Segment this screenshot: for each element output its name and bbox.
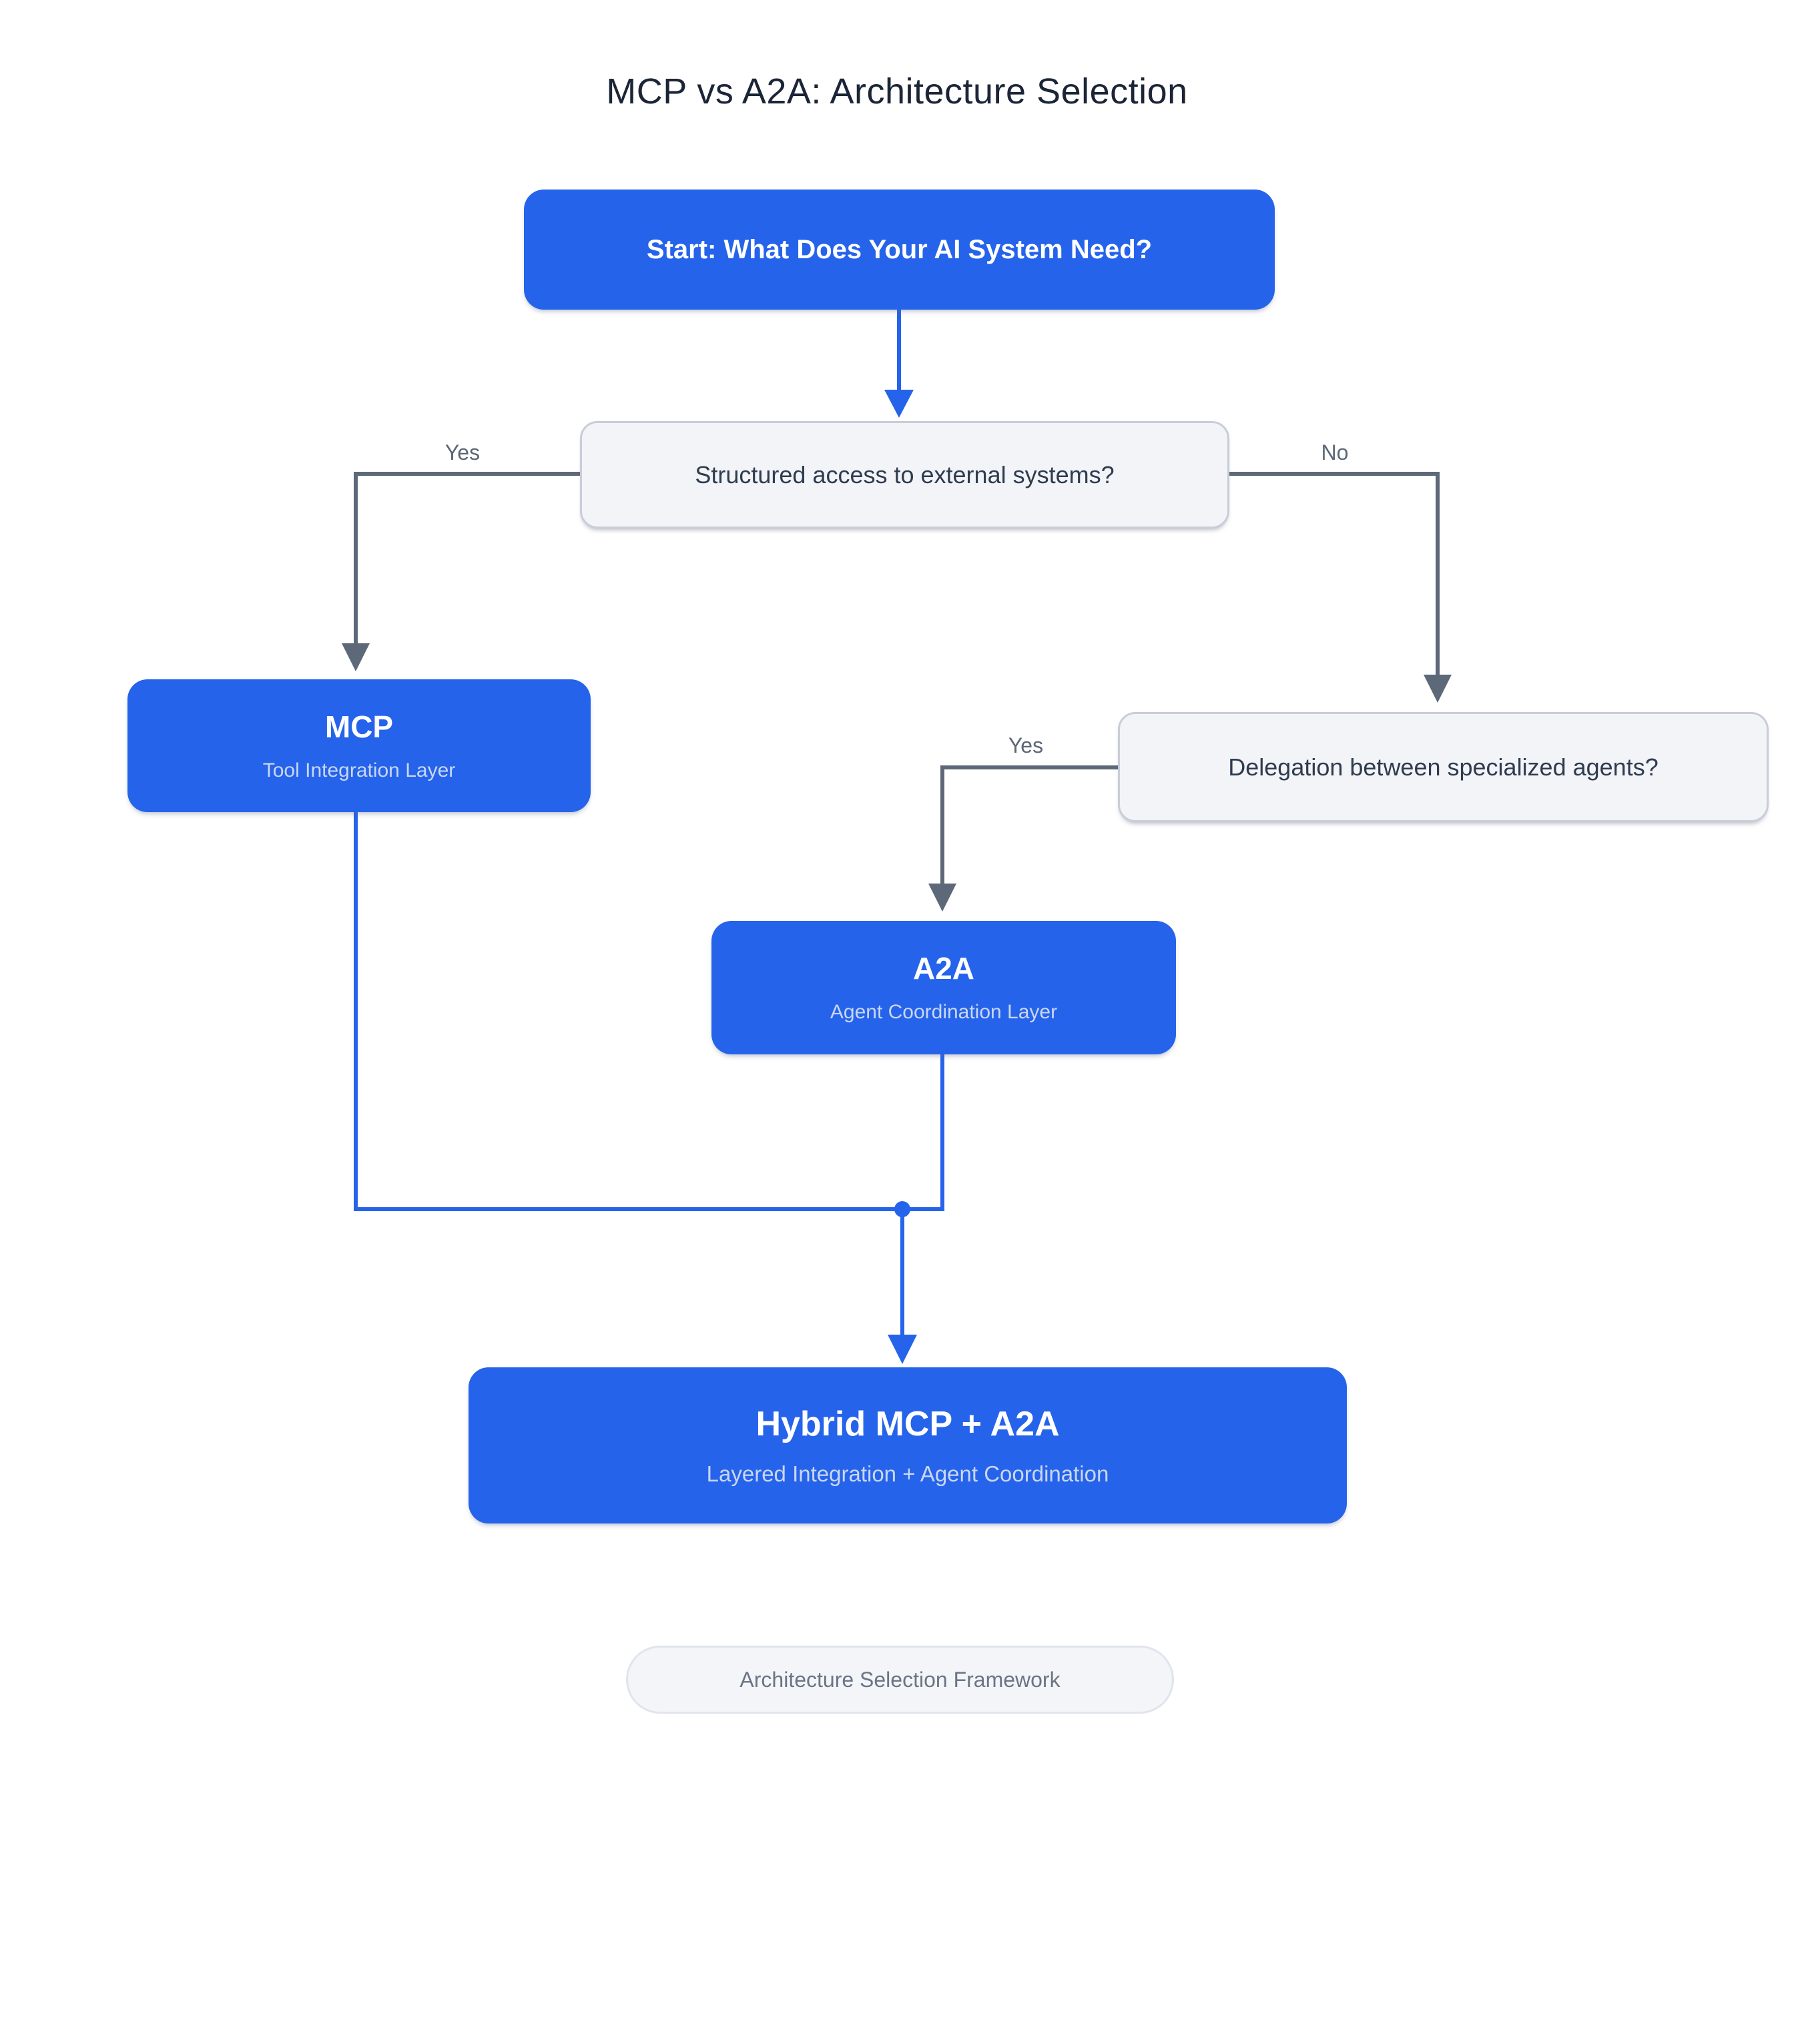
node-a2a-title: A2A [912, 951, 975, 986]
node-mcp: MCP Tool Integration Layer [127, 679, 591, 812]
node-hybrid: Hybrid MCP + A2A Layered Integration + A… [469, 1367, 1347, 1523]
footer-badge: Architecture Selection Framework [626, 1646, 1174, 1714]
footer-badge-label: Architecture Selection Framework [739, 1667, 1061, 1692]
node-hybrid-title: Hybrid MCP + A2A [756, 1404, 1060, 1443]
node-a2a-subtitle: Agent Coordination Layer [830, 1001, 1058, 1023]
edge-decision2-yes [940, 765, 1118, 885]
edge-merge-to-hybrid-arrowhead [888, 1335, 917, 1364]
node-a2a: A2A Agent Coordination Layer [711, 921, 1176, 1054]
node-start-label: Start: What Does Your AI System Need? [646, 234, 1153, 264]
node-decision-external-systems: Structured access to external systems? [580, 421, 1229, 529]
edge-start-to-decision1-arrowhead [884, 390, 914, 418]
node-hybrid-subtitle: Layered Integration + Agent Coordination [706, 1461, 1109, 1486]
node-decision-delegation-label: Delegation between specialized agents? [1228, 753, 1659, 781]
node-start: Start: What Does Your AI System Need? [524, 190, 1275, 310]
edge-decision1-no-arrowhead [1424, 675, 1452, 703]
node-mcp-subtitle: Tool Integration Layer [262, 759, 456, 781]
edge-decision1-no [1229, 472, 1440, 676]
edge-decision1-yes [354, 472, 580, 645]
edge-label-external-no: No [1315, 442, 1354, 463]
node-decision-delegation: Delegation between specialized agents? [1118, 712, 1769, 822]
edge-merge-lines [354, 812, 944, 1211]
edge-decision2-yes-arrowhead [928, 884, 956, 912]
node-mcp-title: MCP [324, 709, 394, 744]
edge-label-external-yes: Yes [439, 442, 486, 463]
page-title: MCP vs A2A: Architecture Selection [606, 71, 1188, 111]
edge-label-delegation-yes: Yes [1002, 735, 1049, 756]
edge-decision1-yes-arrowhead [342, 643, 370, 671]
node-decision-external-systems-label: Structured access to external systems? [695, 460, 1115, 488]
